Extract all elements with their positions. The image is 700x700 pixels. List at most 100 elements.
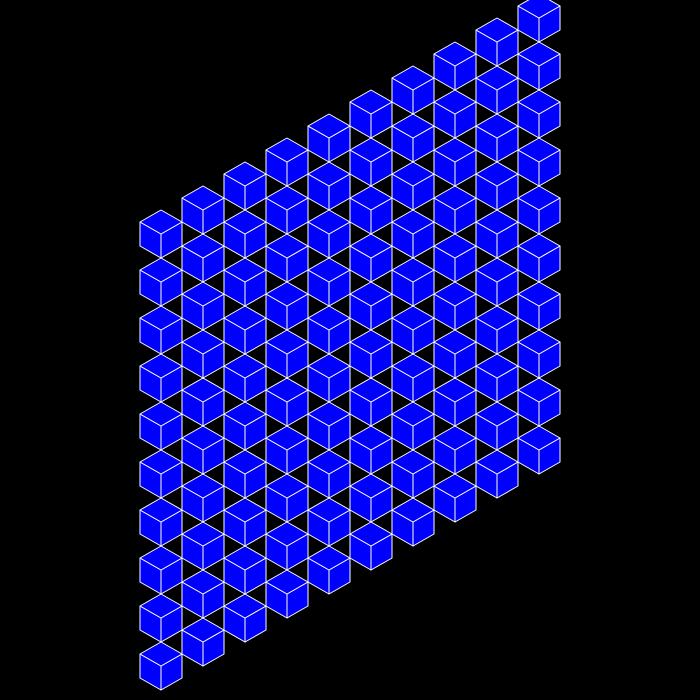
- cube: [517, 89, 561, 139]
- cube: [517, 281, 561, 331]
- cube-top-face: [181, 617, 225, 643]
- cube-top-face: [391, 209, 435, 235]
- cube-top-face: [265, 233, 309, 259]
- cube-top-face: [139, 401, 183, 427]
- cube: [139, 257, 183, 307]
- cube-top-face: [517, 377, 561, 403]
- cube: [139, 401, 183, 451]
- cube: [265, 185, 309, 235]
- cube-top-face: [391, 401, 435, 427]
- cube: [181, 185, 225, 235]
- cube-top-face: [349, 521, 393, 547]
- cube-top-face: [265, 329, 309, 355]
- cube: [307, 113, 351, 163]
- cube-top-face: [139, 257, 183, 283]
- cube: [517, 185, 561, 235]
- cube: [223, 449, 267, 499]
- cube-top-face: [223, 593, 267, 619]
- cube-top-face: [139, 449, 183, 475]
- cube-top-face: [307, 113, 351, 139]
- cube: [181, 617, 225, 667]
- cube-top-face: [223, 545, 267, 571]
- cube: [349, 89, 393, 139]
- cube-top-face: [181, 521, 225, 547]
- cube-top-face: [475, 353, 519, 379]
- cube-top-face: [475, 209, 519, 235]
- cube-top-face: [475, 113, 519, 139]
- cube-top-face: [391, 353, 435, 379]
- cube: [139, 497, 183, 547]
- cube-top-face: [223, 497, 267, 523]
- cube-top-face: [391, 449, 435, 475]
- cube-top-face: [475, 65, 519, 91]
- cube: [475, 113, 519, 163]
- cube: [349, 521, 393, 571]
- cube-top-face: [475, 305, 519, 331]
- cube: [391, 257, 435, 307]
- cube: [265, 233, 309, 283]
- cube: [433, 233, 477, 283]
- cube-top-face: [433, 233, 477, 259]
- cube-top-face: [517, 281, 561, 307]
- cube: [307, 545, 351, 595]
- cube-top-face: [517, 0, 561, 19]
- cube-top-face: [349, 185, 393, 211]
- cube-top-face: [433, 377, 477, 403]
- cube-top-face: [517, 41, 561, 67]
- cube-top-face: [307, 401, 351, 427]
- cube-top-face: [139, 209, 183, 235]
- cube-top-face: [181, 377, 225, 403]
- cube: [349, 425, 393, 475]
- cube-top-face: [265, 185, 309, 211]
- cube: [181, 281, 225, 331]
- cube: [139, 209, 183, 259]
- cube-top-face: [265, 521, 309, 547]
- cube-top-face: [391, 257, 435, 283]
- cube-top-face: [517, 137, 561, 163]
- cube-top-face: [307, 545, 351, 571]
- cube: [433, 329, 477, 379]
- cube-top-face: [433, 281, 477, 307]
- cube: [307, 305, 351, 355]
- cube: [349, 137, 393, 187]
- cube-top-face: [517, 329, 561, 355]
- cube: [223, 593, 267, 643]
- cube: [349, 329, 393, 379]
- cube: [433, 41, 477, 91]
- cube: [181, 569, 225, 619]
- cube-top-face: [475, 257, 519, 283]
- cube-top-face: [139, 545, 183, 571]
- cube: [307, 257, 351, 307]
- cube-top-face: [349, 137, 393, 163]
- cube: [223, 353, 267, 403]
- cube-top-face: [139, 497, 183, 523]
- cube-top-face: [307, 257, 351, 283]
- cube: [265, 569, 309, 619]
- cube-top-face: [349, 281, 393, 307]
- cube-top-face: [307, 449, 351, 475]
- cube: [307, 449, 351, 499]
- cube-top-face: [433, 425, 477, 451]
- cube-top-face: [475, 161, 519, 187]
- cube: [139, 641, 183, 691]
- cube: [517, 425, 561, 475]
- cube-top-face: [139, 641, 183, 667]
- cube: [391, 497, 435, 547]
- cube: [307, 161, 351, 211]
- cube-top-face: [307, 209, 351, 235]
- cube: [349, 233, 393, 283]
- cube: [265, 281, 309, 331]
- cube: [391, 401, 435, 451]
- cube-top-face: [265, 137, 309, 163]
- cube-top-face: [181, 425, 225, 451]
- cube: [265, 377, 309, 427]
- cube: [475, 305, 519, 355]
- cube: [517, 329, 561, 379]
- cube-top-face: [349, 329, 393, 355]
- cube-top-face: [433, 185, 477, 211]
- cube: [433, 89, 477, 139]
- cube: [265, 521, 309, 571]
- cube: [517, 137, 561, 187]
- cube-top-face: [265, 377, 309, 403]
